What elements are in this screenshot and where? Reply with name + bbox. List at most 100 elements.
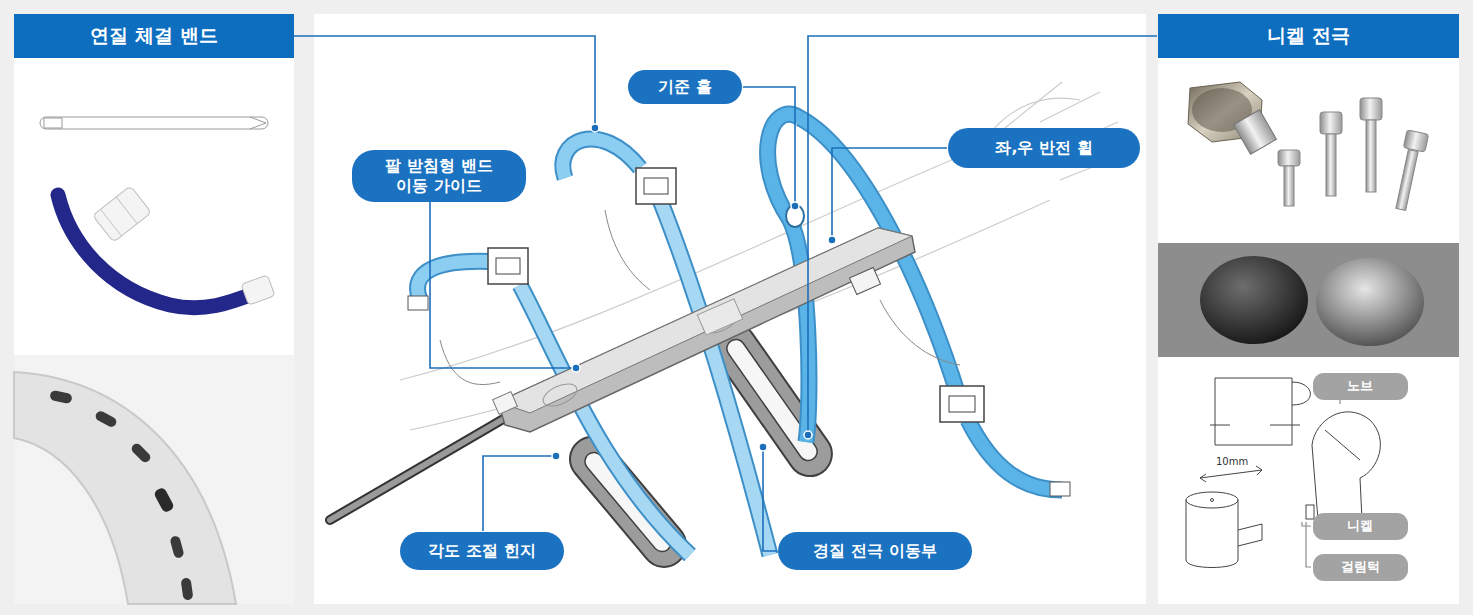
knob-sketch — [1292, 382, 1310, 405]
leader-lines — [832, 148, 947, 236]
band-flaps — [1050, 482, 1070, 496]
band-flaps — [968, 420, 1062, 490]
leader-lines — [808, 36, 1157, 431]
motion-arrows — [605, 210, 650, 290]
disc-photo — [1316, 258, 1424, 346]
header-bar: 연질 체결 밴드 — [14, 14, 294, 58]
node-text: 기준 홀 — [658, 77, 712, 97]
watch-strap-photo — [153, 487, 175, 514]
watch-strap-photo — [94, 409, 118, 428]
leader-dots — [804, 431, 812, 439]
leader-lines — [763, 451, 777, 551]
motion-arrows — [440, 340, 500, 385]
knob-sketch — [1306, 505, 1314, 519]
tag-leaders — [1302, 396, 1340, 567]
leader-dots — [591, 124, 599, 132]
hoop-guides — [581, 449, 674, 556]
watch-strap-photo — [181, 577, 194, 600]
leader-dots — [791, 202, 799, 210]
buckles — [488, 168, 984, 422]
watch-strap-photo — [49, 390, 73, 404]
header-bar: 니켈 전극 — [1158, 14, 1459, 58]
screw-photo — [1188, 82, 1429, 210]
cable — [330, 418, 505, 520]
knob-sketch — [1256, 466, 1262, 475]
panel — [14, 14, 1459, 604]
callout-label: 좌,우 반전 휠 — [948, 128, 1140, 168]
bands — [660, 200, 770, 555]
watch-strap-photo — [14, 355, 294, 604]
knob-sketch — [1211, 499, 1214, 502]
callout-label: 기준 홀 — [628, 70, 742, 104]
panel — [1158, 14, 1459, 604]
blue-strap-photo — [116, 197, 137, 224]
strap-sketch — [250, 117, 266, 129]
arm-sketch — [1040, 92, 1100, 122]
dimension-label: 10mm — [1214, 456, 1250, 467]
base-plank — [493, 228, 915, 432]
part-tag: 니켈 — [1313, 513, 1408, 540]
node-text: 좌,우 반전 휠 — [995, 138, 1092, 158]
node-text: 각도 조절 힌지 — [428, 541, 535, 561]
disc-photo — [1158, 243, 1459, 357]
node-text: 니켈 — [1347, 518, 1373, 534]
base-plank — [697, 299, 742, 335]
band-flaps — [563, 139, 640, 178]
blue-strap-photo — [241, 275, 275, 305]
node-text: 걸림턱 — [1341, 559, 1380, 575]
panel — [314, 14, 1146, 604]
leader-dots — [572, 364, 580, 372]
buckles — [488, 248, 528, 284]
screw-photo — [1278, 150, 1300, 166]
knob-sketch — [1200, 474, 1206, 482]
strap-sketch — [40, 117, 268, 129]
arm-sketch — [1000, 82, 1062, 132]
base-plank — [498, 228, 915, 432]
leader-lines — [430, 202, 572, 368]
blue-strap-photo — [241, 275, 275, 305]
leader-dots — [759, 443, 767, 451]
buckles — [636, 168, 676, 204]
screw-photo — [1396, 150, 1418, 211]
knob-sketch — [1210, 425, 1300, 426]
band-flaps — [563, 139, 640, 178]
band-flaps — [968, 420, 1062, 490]
watch-strap-photo — [14, 372, 236, 604]
watch-strap-photo — [130, 442, 153, 465]
buckles — [488, 248, 528, 284]
base-plank — [849, 267, 880, 294]
callout-label: 경질 전극 이동부 — [778, 532, 972, 570]
leader-lines — [483, 456, 552, 531]
node-text: 노브 — [1347, 378, 1373, 394]
motion-arrows — [880, 300, 960, 365]
base-plank — [540, 379, 580, 410]
screw-photo — [1360, 98, 1382, 120]
watch-strap-photo — [169, 535, 184, 559]
blue-strap-photo — [101, 209, 122, 236]
callout-label: 각도 조절 힌지 — [400, 532, 564, 570]
screw-photo — [1403, 130, 1428, 152]
knob-sketch — [1238, 524, 1262, 546]
panel — [14, 14, 294, 604]
buckles — [496, 258, 520, 274]
strap-sketch — [44, 118, 62, 128]
leader-lines — [294, 36, 595, 124]
band-flaps — [408, 296, 428, 310]
motion-arrows — [440, 210, 960, 385]
knob-sketch — [1325, 430, 1360, 460]
buckles — [949, 396, 975, 412]
leader-lines — [743, 87, 795, 203]
base-plank — [498, 228, 912, 413]
blue-strap-photo — [93, 186, 152, 242]
base-plank — [493, 392, 518, 415]
leader-lines — [294, 36, 1157, 551]
part-tag: 노브 — [1313, 373, 1408, 400]
cable — [330, 418, 505, 520]
knob-sketch — [1186, 492, 1238, 508]
blue-strap-photo — [58, 195, 258, 308]
node-text: 팔 받침형 밴드 이동 가이드 — [370, 156, 508, 196]
node-text: 경질 전극 이동부 — [813, 541, 936, 561]
disc-photo — [1158, 243, 1459, 357]
knob-sketch — [1200, 470, 1262, 478]
